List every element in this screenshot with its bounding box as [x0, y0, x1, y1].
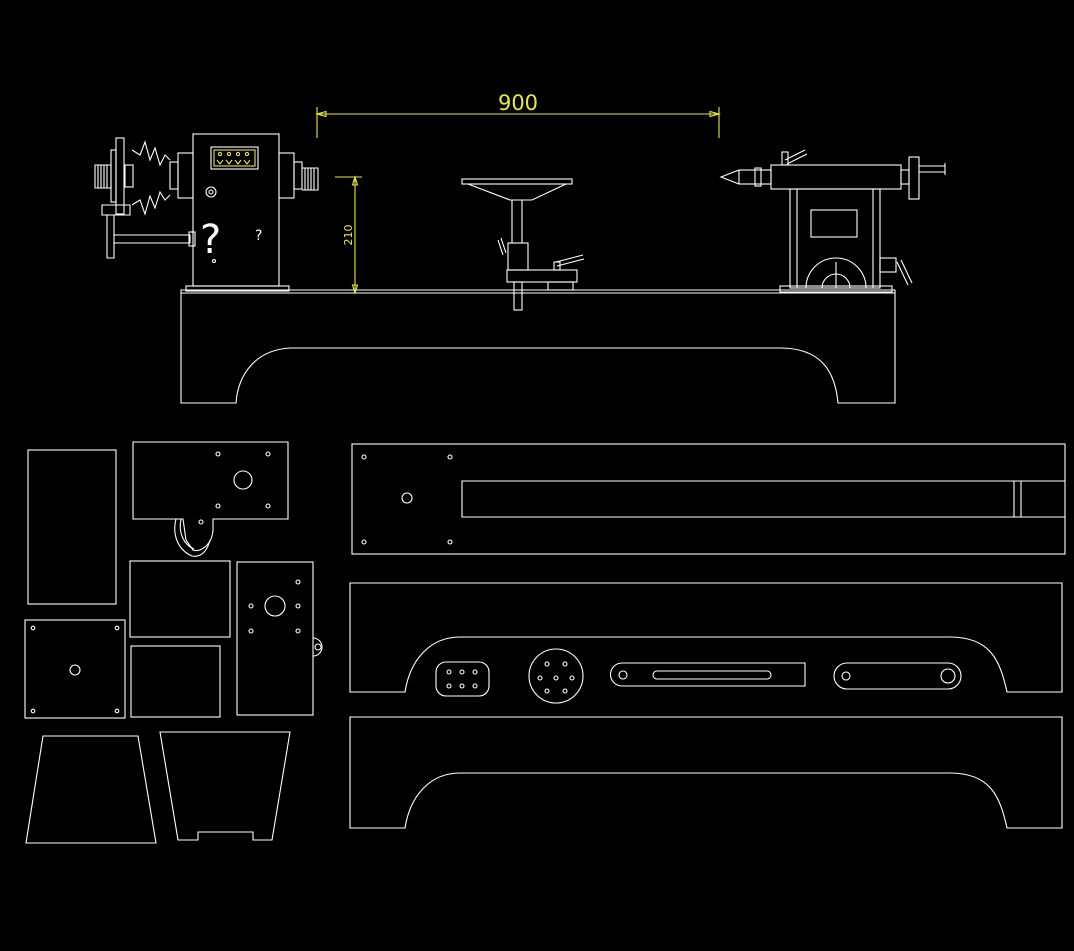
headstock-large-symbol: ?	[200, 217, 221, 263]
handwheel-hub	[900, 169, 910, 185]
headstock-foot	[185, 285, 290, 292]
tailstock-clamp-lever	[896, 259, 913, 286]
tool-rest-base	[506, 269, 578, 283]
pulley-flange	[110, 149, 117, 203]
spindle-thread-right	[302, 167, 319, 191]
tailstock-body	[789, 188, 881, 289]
banjo-lever	[555, 254, 585, 267]
headstock-body	[192, 133, 280, 287]
quill-lock-knob	[781, 151, 789, 166]
tool-rest-post	[507, 242, 529, 271]
tailstock-barrel	[770, 164, 902, 190]
tool-rest	[461, 178, 585, 311]
part-bed-top-plate	[351, 443, 1066, 555]
cutout-round-plate	[528, 648, 584, 704]
parts-layout	[24, 441, 1066, 844]
right-boss-small	[293, 161, 303, 190]
banjo-knob	[553, 261, 561, 271]
bracket-knob	[188, 231, 196, 247]
belt-pulley	[131, 140, 171, 216]
pulley-hub	[124, 164, 134, 188]
tool-rest-foot	[547, 281, 574, 291]
lathe-bed	[180, 289, 896, 404]
live-center	[719, 169, 740, 185]
part-motor-mount-plate	[132, 441, 289, 557]
part-bed-side-front	[349, 582, 1063, 704]
motor-bracket	[101, 204, 191, 259]
tool-rest-top	[461, 178, 573, 185]
part-trapezoid-right	[159, 731, 291, 841]
part-spindle-plate	[236, 561, 323, 716]
tailstock-clamp-knob	[879, 257, 897, 273]
tailstock-foot	[779, 285, 893, 293]
speed-panel	[210, 146, 259, 170]
left-boss-small	[169, 161, 179, 190]
part-headstock-front	[129, 560, 231, 638]
spindle-thread-left	[94, 164, 112, 189]
dimension-length-label: 900	[498, 91, 538, 115]
part-side-panel	[27, 449, 117, 605]
power-switch-center	[208, 189, 214, 195]
dimension-center-height-label: 210	[342, 225, 355, 246]
tool-rest-clamp	[513, 281, 523, 311]
handwheel-handle	[919, 163, 946, 175]
cutout-long-link	[610, 662, 806, 687]
part-bearing-plate	[24, 619, 126, 719]
speed-panel-inner	[213, 149, 256, 167]
headstock-pin	[211, 258, 217, 264]
tool-rest-lever	[497, 237, 507, 256]
headstock: ? ?	[94, 133, 319, 292]
handwheel-disc	[908, 156, 920, 200]
tailstock-lock-wheel	[805, 257, 867, 289]
pulley-disc	[115, 137, 125, 215]
quill-ring	[754, 167, 762, 187]
part-headstock-back	[130, 645, 221, 718]
lathe-assembly-view: ? ?	[94, 91, 946, 404]
speed-panel-marks	[216, 151, 251, 165]
part-bed-side-back	[349, 716, 1063, 829]
cutout-slot-plate	[435, 661, 490, 697]
tailstock	[719, 149, 946, 293]
right-boss	[278, 152, 295, 199]
left-boss	[177, 152, 194, 199]
headstock-small-symbol: ?	[255, 228, 262, 244]
dimension-length: 900	[314, 91, 722, 138]
part-trapezoid-left	[25, 735, 157, 844]
power-switch-icon	[205, 186, 217, 198]
cutout-short-link	[833, 662, 962, 690]
tool-rest-funnel	[467, 183, 567, 201]
dimension-center-height: 210	[335, 175, 362, 295]
tailstock-window	[810, 209, 858, 238]
